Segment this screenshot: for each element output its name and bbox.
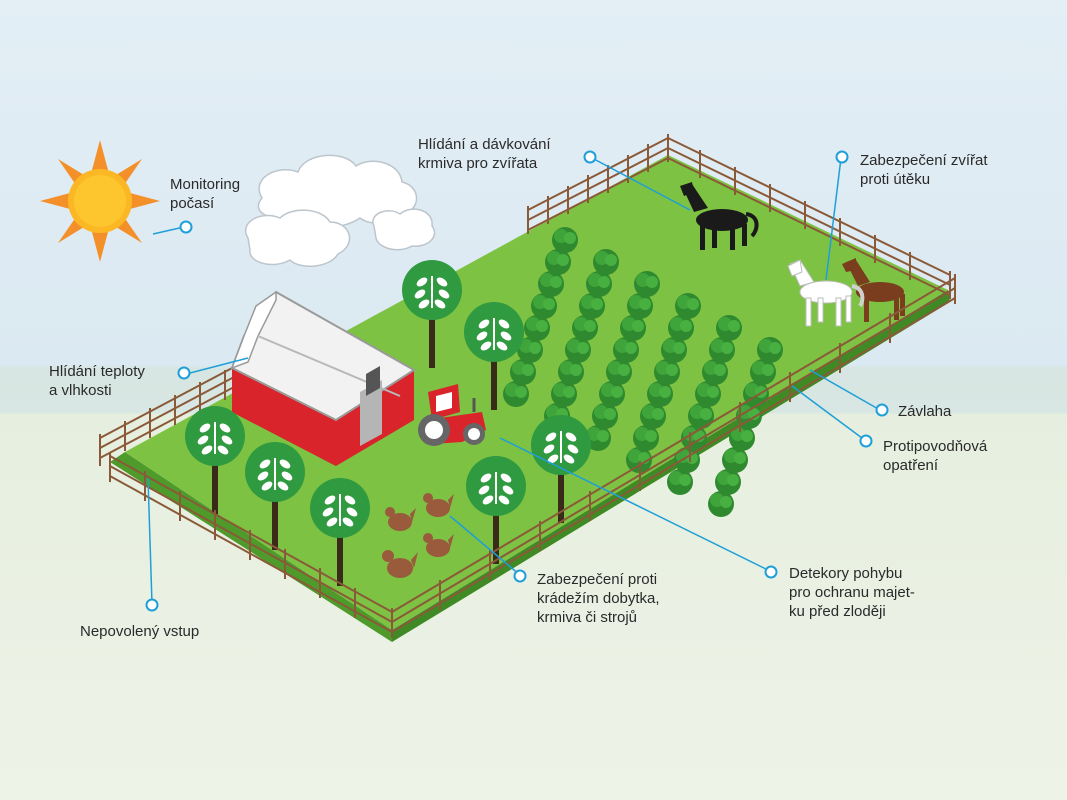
crop-plant (586, 271, 612, 297)
crop-plant (620, 315, 646, 341)
crop-plant (736, 403, 762, 429)
label-theft-protection: Zabezpečení proti krádežím dobytka, krmi… (537, 571, 660, 626)
crop-plant (675, 293, 701, 319)
crop-plant (585, 425, 611, 451)
crop-plant (661, 337, 687, 363)
sun-icon (40, 140, 160, 262)
label-weather-monitoring: Monitoring počasí (170, 176, 241, 212)
crop-plant (551, 381, 577, 407)
crop-plant (538, 271, 564, 297)
label-escape-protection: Zabezpečení zvířat proti útěku (860, 152, 988, 188)
tractor (418, 384, 486, 446)
tree (310, 478, 370, 586)
brown-horse (842, 258, 905, 322)
crop-plant (524, 315, 550, 341)
crop-plant (572, 315, 598, 341)
crop-plant (633, 425, 659, 451)
tree (245, 442, 305, 550)
crop-rows (503, 227, 783, 517)
crop-plant (503, 381, 529, 407)
callout-lines (147, 157, 881, 605)
crop-plant (545, 249, 571, 275)
crop-plant (654, 359, 680, 385)
crop-plant (531, 293, 557, 319)
crop-plant (708, 491, 734, 517)
barn (230, 290, 416, 466)
tree (464, 302, 524, 410)
crop-plant (558, 359, 584, 385)
black-horse (680, 182, 759, 250)
crop-plant (517, 337, 543, 363)
crop-plant (606, 359, 632, 385)
crop-plant (688, 403, 714, 429)
label-motion-detectors: Detekory pohybu pro ochranu majet- ku př… (789, 565, 915, 620)
label-feed-monitoring: Hlídání a dávkování krmiva pro zvířata (418, 136, 551, 172)
crop-plant (715, 469, 741, 495)
crop-plant (634, 271, 660, 297)
crop-plant (613, 337, 639, 363)
label-temperature-humidity: Hlídání teploty a vlhkosti (49, 363, 145, 399)
crop-plant (709, 337, 735, 363)
crop-plant (668, 315, 694, 341)
tree (185, 406, 245, 514)
tree (466, 456, 526, 564)
crop-plant (552, 227, 578, 253)
crop-plant (667, 469, 693, 495)
crop-plant (579, 293, 605, 319)
label-flood-protection: Protipovodňová opatření (883, 438, 988, 474)
label-unauthorized-entry: Nepovolený vstup (80, 623, 200, 640)
crop-plant (722, 447, 748, 473)
back-fence (99, 134, 951, 466)
chickens (382, 493, 454, 578)
crop-plant (627, 293, 653, 319)
crop-plant (640, 403, 666, 429)
front-fence (109, 274, 956, 638)
crop-plant (716, 315, 742, 341)
trees (185, 260, 591, 586)
crop-plant (757, 337, 783, 363)
crop-plant (565, 337, 591, 363)
crop-plant (593, 249, 619, 275)
crop-plant (702, 359, 728, 385)
crop-plant (592, 403, 618, 429)
crop-plant (695, 381, 721, 407)
crop-plant (510, 359, 536, 385)
tree (402, 260, 462, 368)
crop-plant (599, 381, 625, 407)
label-irrigation: Závlaha (898, 403, 952, 420)
crop-plant (743, 381, 769, 407)
crop-plant (729, 425, 755, 451)
crop-plant (750, 359, 776, 385)
clouds (245, 154, 436, 267)
callout-dots (145, 150, 889, 612)
crop-plant (647, 381, 673, 407)
white-horse (787, 259, 865, 327)
